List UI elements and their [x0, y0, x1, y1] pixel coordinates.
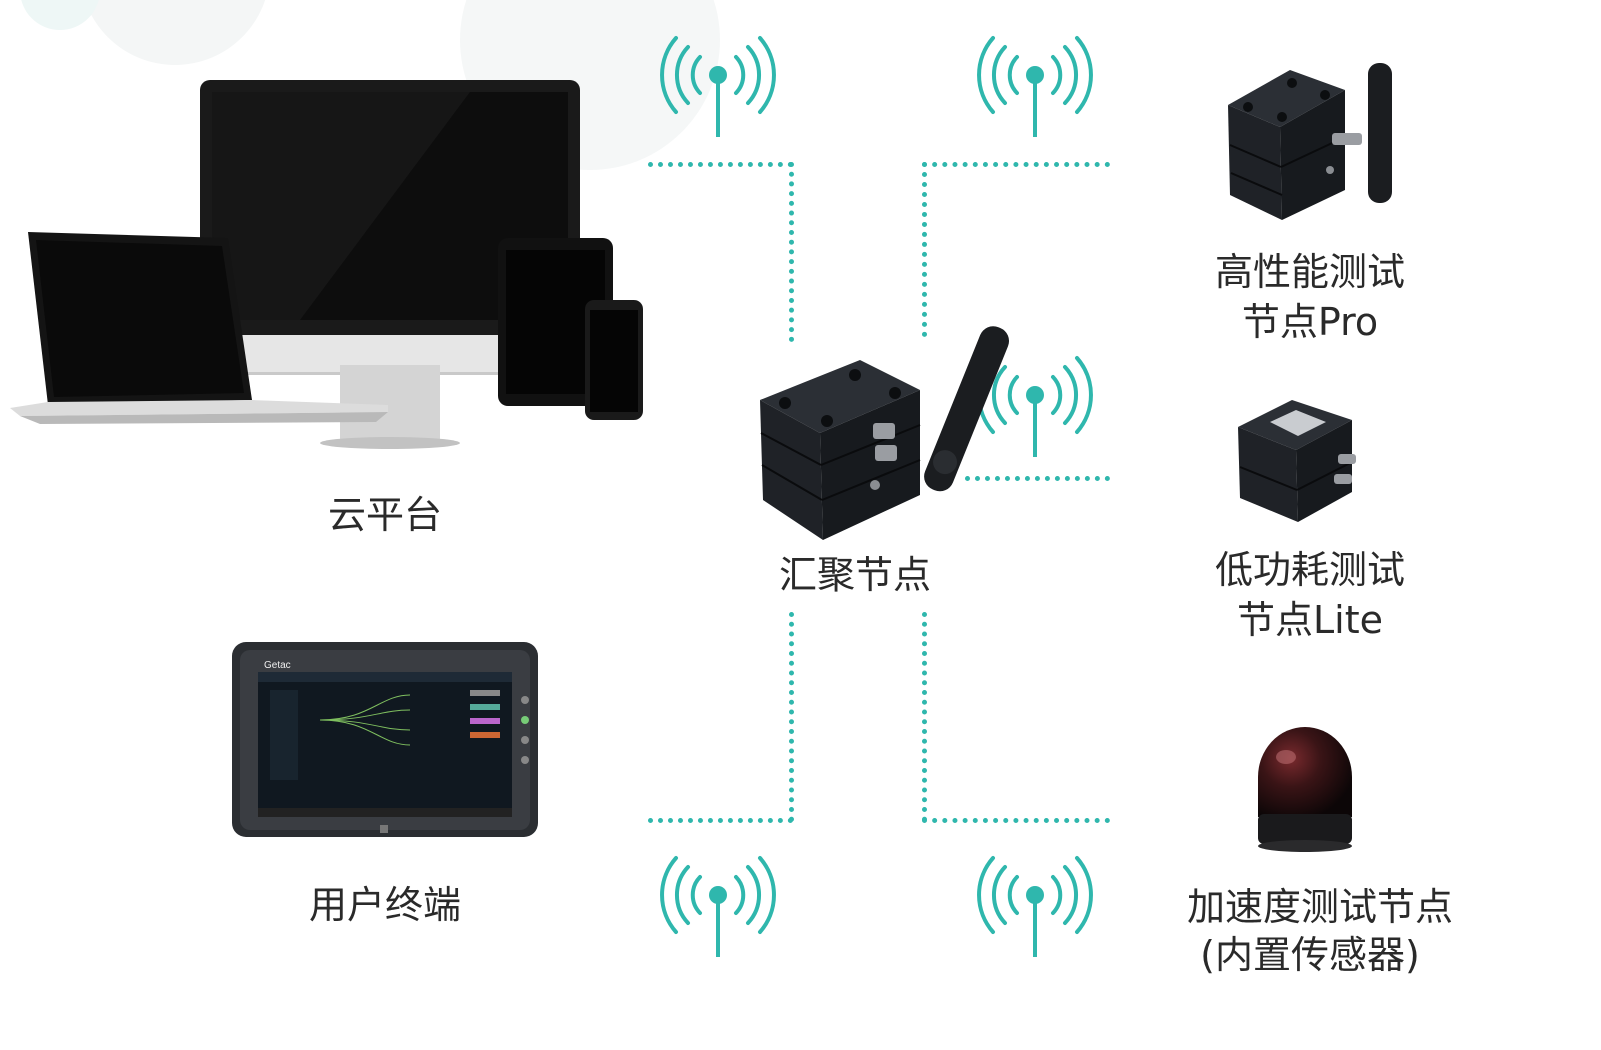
- cloud-platform-devices: [0, 60, 700, 440]
- wifi-signal-icon: [985, 850, 1085, 970]
- wifi-signal-icon: [668, 850, 768, 970]
- acceleration-node-device: [1250, 722, 1360, 857]
- connector-right-bottom-v: [922, 612, 927, 822]
- accel-node-label-line1: 加速度测试节点: [1160, 882, 1480, 932]
- connector-right-top-h: [922, 162, 1110, 167]
- pro-node-label-line1: 高性能测试: [1180, 247, 1440, 297]
- smartphone: [585, 300, 643, 420]
- connector-left-bottom-v: [789, 612, 794, 822]
- aggregation-node-device: [745, 315, 1005, 545]
- connector-left-bottom-h: [648, 818, 793, 823]
- connector-right-bottom-h: [922, 818, 1110, 823]
- connector-left-top-h: [648, 162, 793, 167]
- user-terminal-label: 用户终端: [285, 880, 485, 930]
- lite-node-label-line2: 节点Lite: [1180, 595, 1440, 645]
- wifi-signal-icon: [668, 30, 768, 150]
- tablet-brand-text: Getac: [264, 660, 291, 671]
- lite-node-label-line1: 低功耗测试: [1180, 545, 1440, 595]
- pro-node-label-line2: 节点Pro: [1180, 297, 1440, 347]
- aggregation-node-label: 汇聚节点: [755, 550, 955, 600]
- cloud-platform-label: 云平台: [285, 490, 485, 540]
- connector-right-top-v: [922, 162, 927, 337]
- pro-node-device: [1220, 55, 1405, 225]
- accel-node-label-line2: (内置传感器): [1160, 930, 1460, 980]
- wifi-signal-icon: [985, 30, 1085, 150]
- rugged-tablet-terminal: Getac: [230, 640, 540, 840]
- lite-node-device: [1230, 392, 1370, 527]
